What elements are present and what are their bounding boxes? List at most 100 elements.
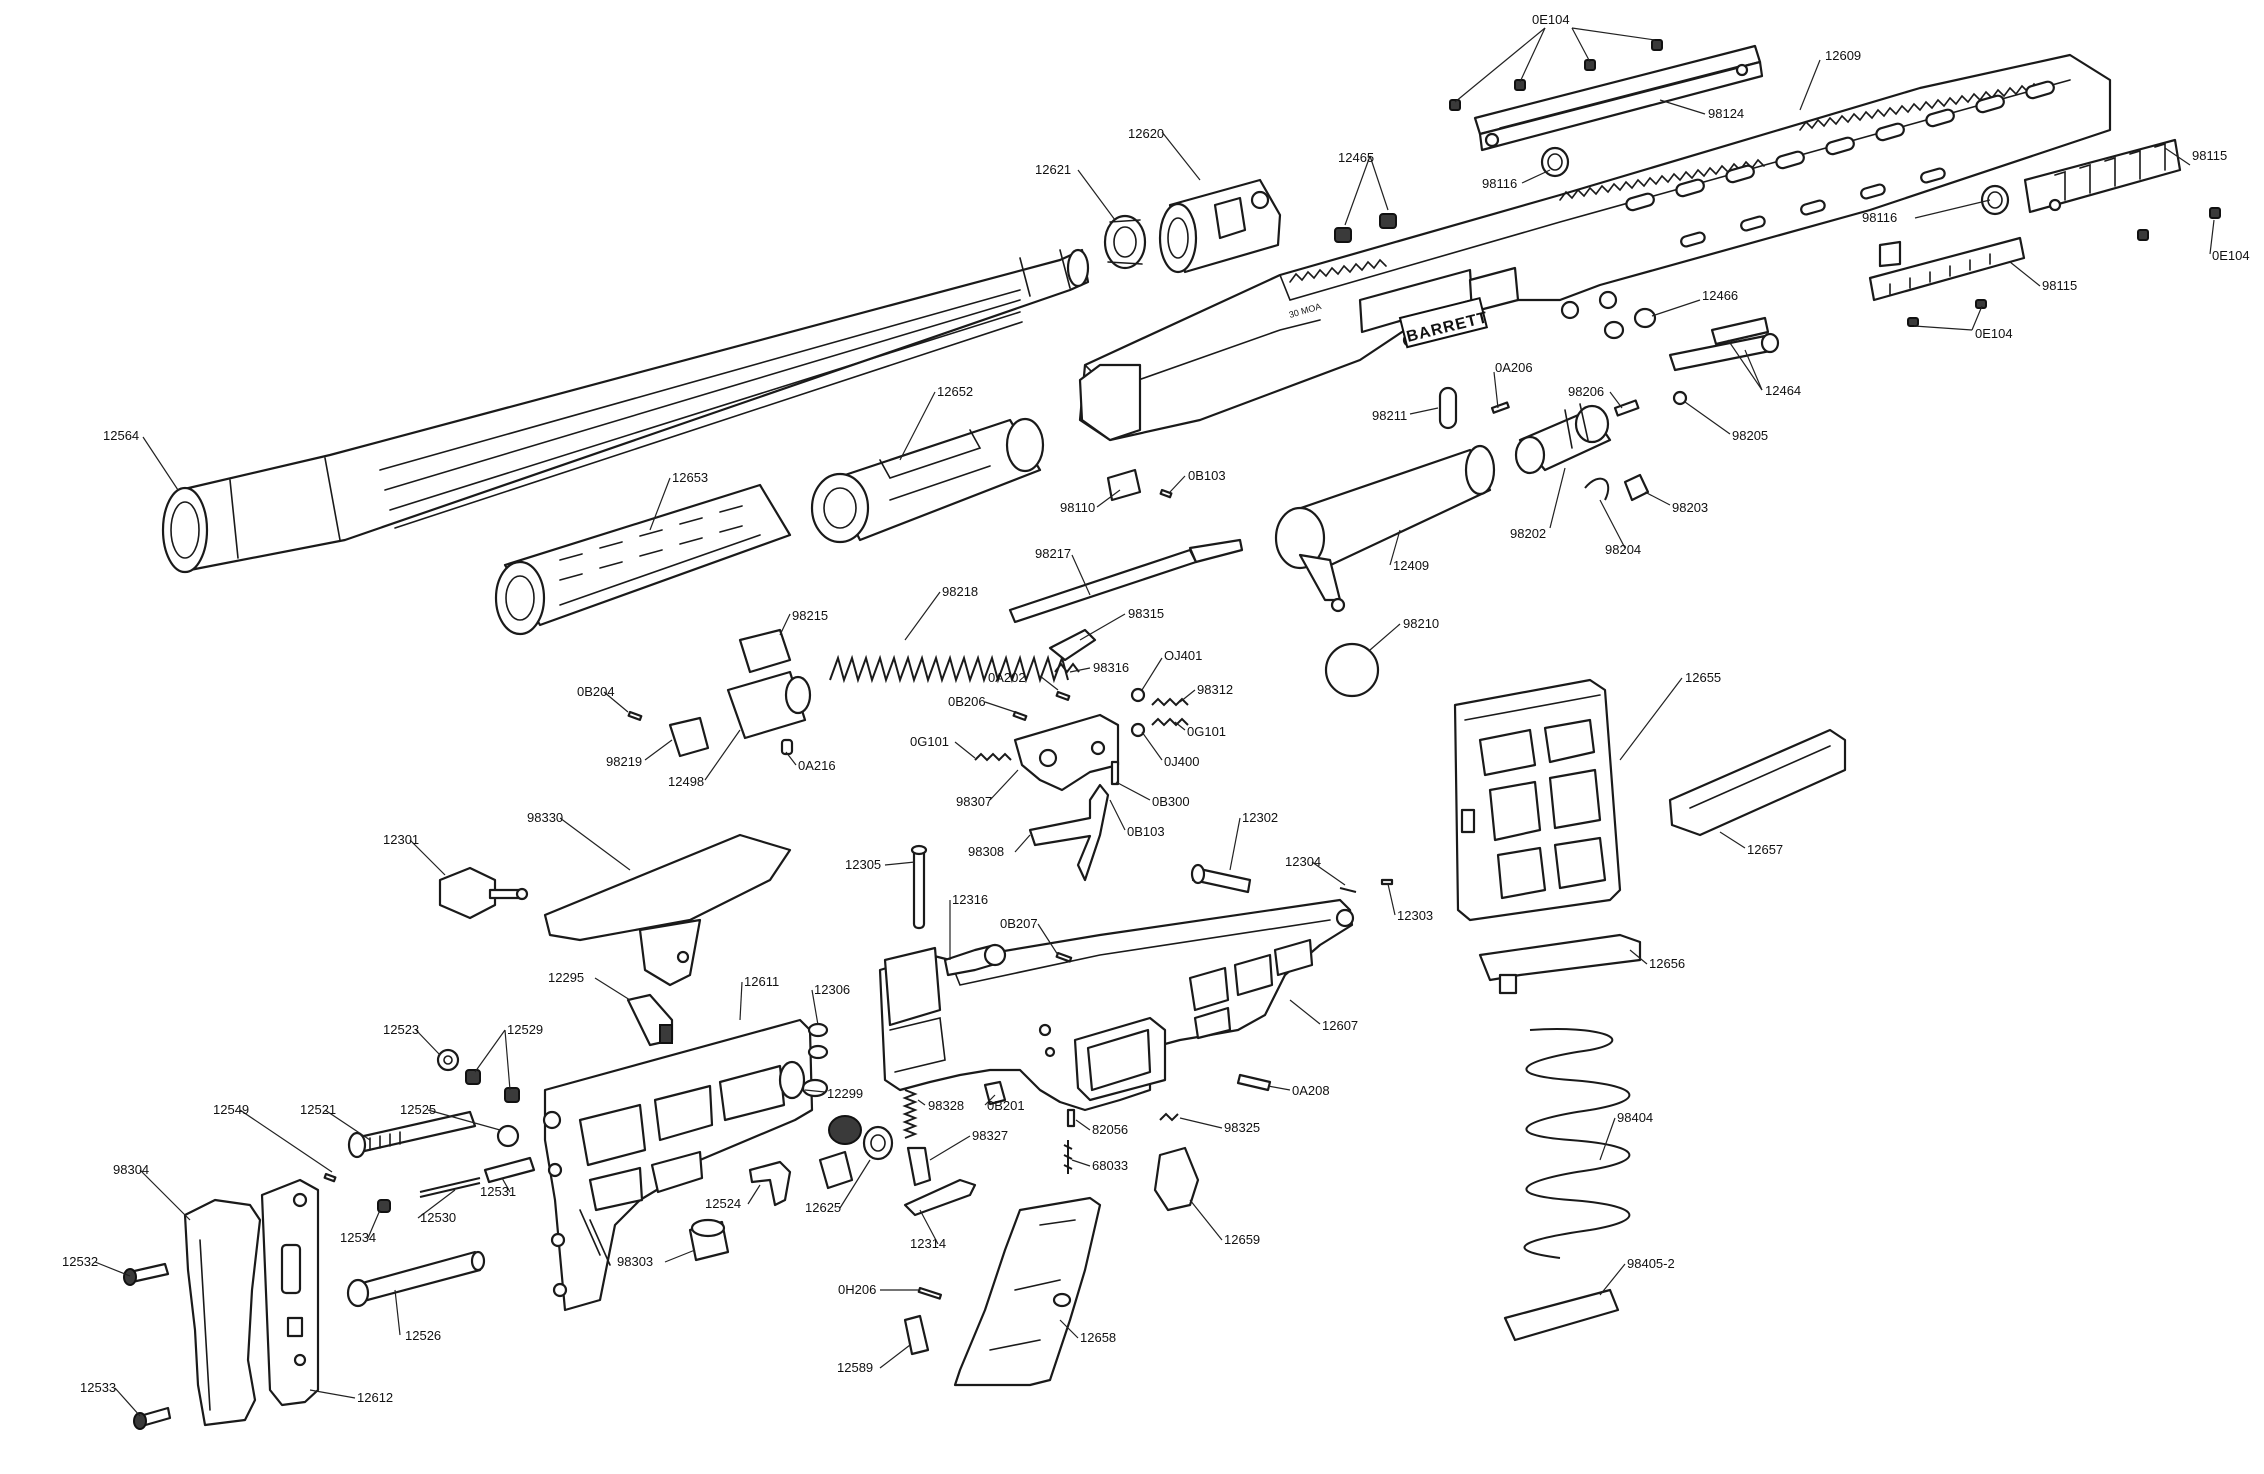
firing-pin-spring-98218 <box>829 654 1069 684</box>
pin-12531 <box>483 1156 536 1184</box>
side-rail-98115-lower <box>1868 236 2026 302</box>
nut-12523 <box>436 1048 460 1072</box>
callout-12655: 12655 <box>1685 670 1721 685</box>
callout-12609: 12609 <box>1825 48 1861 63</box>
callout-98303: 98303 <box>617 1254 653 1269</box>
callout-68033: 68033 <box>1092 1158 1128 1173</box>
callout-0A206: 0A206 <box>1495 360 1533 375</box>
callout-12295: 12295 <box>548 970 584 985</box>
callout-98405-2: 98405-2 <box>1627 1256 1675 1271</box>
callout-12589: 12589 <box>837 1360 873 1375</box>
callout-12521: 12521 <box>300 1102 336 1117</box>
pistol-grip-12658 <box>953 1196 1102 1387</box>
callout-98219: 98219 <box>606 754 642 769</box>
bolt-12302 <box>1190 863 1252 894</box>
magazine-spring-98404 <box>1523 1028 1631 1259</box>
callout-98124: 98124 <box>1708 106 1744 121</box>
callout-12612: 12612 <box>357 1390 393 1405</box>
callout-12620: 12620 <box>1128 126 1164 141</box>
callout-98202: 98202 <box>1510 526 1546 541</box>
callout-0E104-right: 0E104 <box>2212 248 2250 263</box>
pin-0A206 <box>1490 401 1510 414</box>
callout-98116-b: 98116 <box>1862 210 1897 225</box>
callout-0E104-bottom: 0E104 <box>1975 326 2013 341</box>
callout-12533: 12533 <box>80 1380 116 1395</box>
callout-12498: 12498 <box>668 774 704 789</box>
callout-98330: 98330 <box>527 810 563 825</box>
pin-0A216 <box>780 738 794 756</box>
magazine-follower-12656 <box>1478 933 1642 995</box>
sleeve-98303 <box>688 1218 730 1262</box>
callout-12625: 12625 <box>805 1200 841 1215</box>
callout-0G101-right: 0G101 <box>1187 724 1226 739</box>
pin-12303 <box>1380 878 1394 886</box>
buffer-12625 <box>818 1115 894 1190</box>
callout-0B103-top: 0B103 <box>1188 468 1226 483</box>
callout-12659: 12659 <box>1224 1232 1260 1247</box>
callout-0A208: 0A208 <box>1292 1083 1330 1098</box>
nut-12534 <box>377 1199 391 1213</box>
adjuster-screw-12521 <box>347 1110 477 1159</box>
callout-98316: 98316 <box>1093 660 1129 675</box>
callout-0B201: 0B201 <box>987 1098 1025 1113</box>
callout-12464: 12464 <box>1765 383 1801 398</box>
callout-12530: 12530 <box>420 1210 456 1225</box>
trigger-housing-98307 <box>1013 713 1120 792</box>
pin-0A202 <box>1055 690 1071 701</box>
bolt-release-98110 <box>1106 468 1173 502</box>
screw-12533 <box>133 1406 172 1430</box>
pin-82056 <box>1066 1108 1076 1128</box>
callout-12621: 12621 <box>1035 162 1071 177</box>
spring-12530 <box>419 1177 481 1198</box>
callout-12301: 12301 <box>383 832 419 847</box>
springs-98312-0G101 <box>974 697 1189 762</box>
callout-12657: 12657 <box>1747 842 1783 857</box>
callout-0B204: 0B204 <box>577 684 615 699</box>
callout-98312: 98312 <box>1197 682 1233 697</box>
spring-pin-98219 <box>668 716 710 758</box>
callout-12658: 12658 <box>1080 1330 1116 1345</box>
callout-12529: 12529 <box>507 1022 543 1037</box>
muzzle-brake-12620 <box>1158 178 1282 274</box>
safety-12659 <box>1153 1146 1200 1212</box>
callout-98328: 98328 <box>928 1098 964 1113</box>
callout-98325: 98325 <box>1224 1120 1260 1135</box>
callout-12409: 12409 <box>1393 558 1429 573</box>
screw-12532 <box>123 1262 170 1286</box>
callout-labels: 0E10412609981249811698115981160E10498115… <box>62 12 2250 1405</box>
pin-0B204 <box>627 710 643 721</box>
pin-0A208 <box>1236 1073 1272 1092</box>
callout-98204: 98204 <box>1605 542 1641 557</box>
pin-0H206 <box>917 1286 943 1300</box>
callout-98205: 98205 <box>1732 428 1768 443</box>
callout-12465: 12465 <box>1338 150 1374 165</box>
lever-12295 <box>626 993 674 1047</box>
callout-12299: 12299 <box>827 1086 863 1101</box>
pin-12305 <box>910 844 928 930</box>
screws-0E104-side <box>1907 207 2221 327</box>
callout-0B206: 0B206 <box>948 694 986 709</box>
ejector-98206 <box>1613 399 1640 417</box>
magazine-body-12655 <box>1453 678 1622 922</box>
pin-12549 <box>323 1172 337 1183</box>
knob-12301 <box>438 866 529 920</box>
stock-frame-12611 <box>542 1018 814 1312</box>
ball-98210 <box>1324 642 1380 698</box>
cheek-rest-98330 <box>543 833 792 987</box>
callout-98327: 98327 <box>972 1128 1008 1143</box>
callout-12656: 12656 <box>1649 956 1685 971</box>
callout-98203: 98203 <box>1672 500 1708 515</box>
callout-12525: 12525 <box>400 1102 436 1117</box>
magazine-floorplate-98405-2 <box>1503 1288 1620 1342</box>
callout-98210: 98210 <box>1403 616 1439 631</box>
handguard-vented-12653 <box>494 483 792 636</box>
pin-12589 <box>903 1314 930 1356</box>
callout-0B103-bottom: 0B103 <box>1127 824 1165 839</box>
callout-0A202: 0A202 <box>988 670 1026 685</box>
callout-12653: 12653 <box>672 470 708 485</box>
callout-0G101-left: 0G101 <box>910 734 949 749</box>
callout-12532: 12532 <box>62 1254 98 1269</box>
leader-lines <box>94 27 2215 1417</box>
callout-12611: 12611 <box>744 974 779 989</box>
